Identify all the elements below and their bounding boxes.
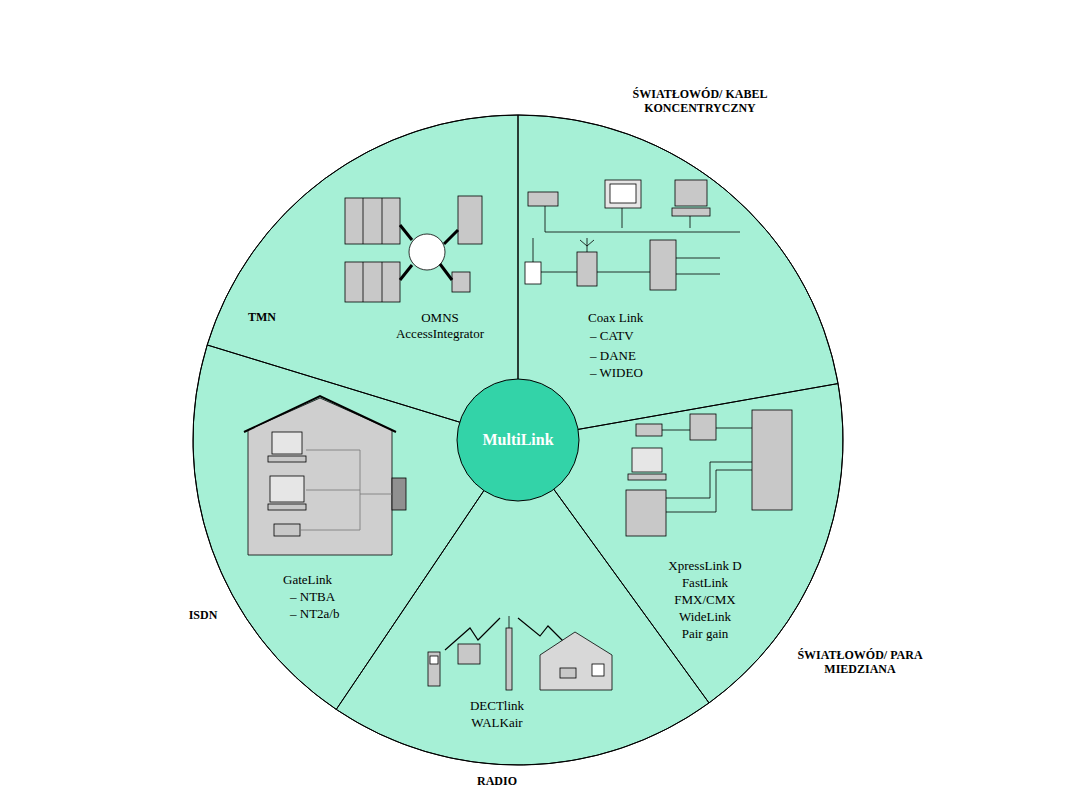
outer-disc xyxy=(193,115,843,765)
medium-label: ŚWIATŁOWÓD/ KABEL KONCENTRYCZNY xyxy=(600,88,800,116)
hub-circle: MultiLink xyxy=(456,378,580,502)
medium-label: TMN xyxy=(232,311,292,325)
tmn-icons xyxy=(345,196,482,302)
isdn-house xyxy=(244,396,406,555)
product-name: FastLink xyxy=(682,576,728,591)
medium-label: RADIO xyxy=(457,775,537,789)
wedge-shape xyxy=(518,115,838,440)
product-name: – NT2a/b xyxy=(290,607,339,622)
product-name: XpressLink D xyxy=(668,559,741,574)
medium-label: ISDN xyxy=(178,609,228,623)
product-name: WALKair xyxy=(471,716,522,731)
wedge-shape xyxy=(207,115,518,440)
product-name: Pair gain xyxy=(682,627,729,642)
hub-shape xyxy=(457,379,579,501)
product-name: WideLink xyxy=(679,610,731,625)
wedge-shape xyxy=(193,345,518,709)
pair-icons xyxy=(626,410,792,536)
product-name: OMNS xyxy=(421,311,459,326)
product-name: GateLink xyxy=(283,573,332,588)
hub-title: MultiLink xyxy=(482,431,553,449)
product-name: – NTBA xyxy=(290,590,335,605)
product-name: DECTlink xyxy=(470,699,524,714)
product-name: – DANE xyxy=(590,349,636,364)
product-name: FMX/CMX xyxy=(674,593,735,608)
product-name: – CATV xyxy=(590,329,634,344)
radio-icons xyxy=(428,616,612,690)
medium-label: ŚWIATŁOWÓD/ PARA MIEDZIANA xyxy=(795,649,925,677)
product-name: – WIDEO xyxy=(590,366,643,381)
product-name: Coax Link xyxy=(588,311,643,326)
coax-icons xyxy=(525,180,740,290)
product-name: AccessIntegrator xyxy=(396,327,484,342)
